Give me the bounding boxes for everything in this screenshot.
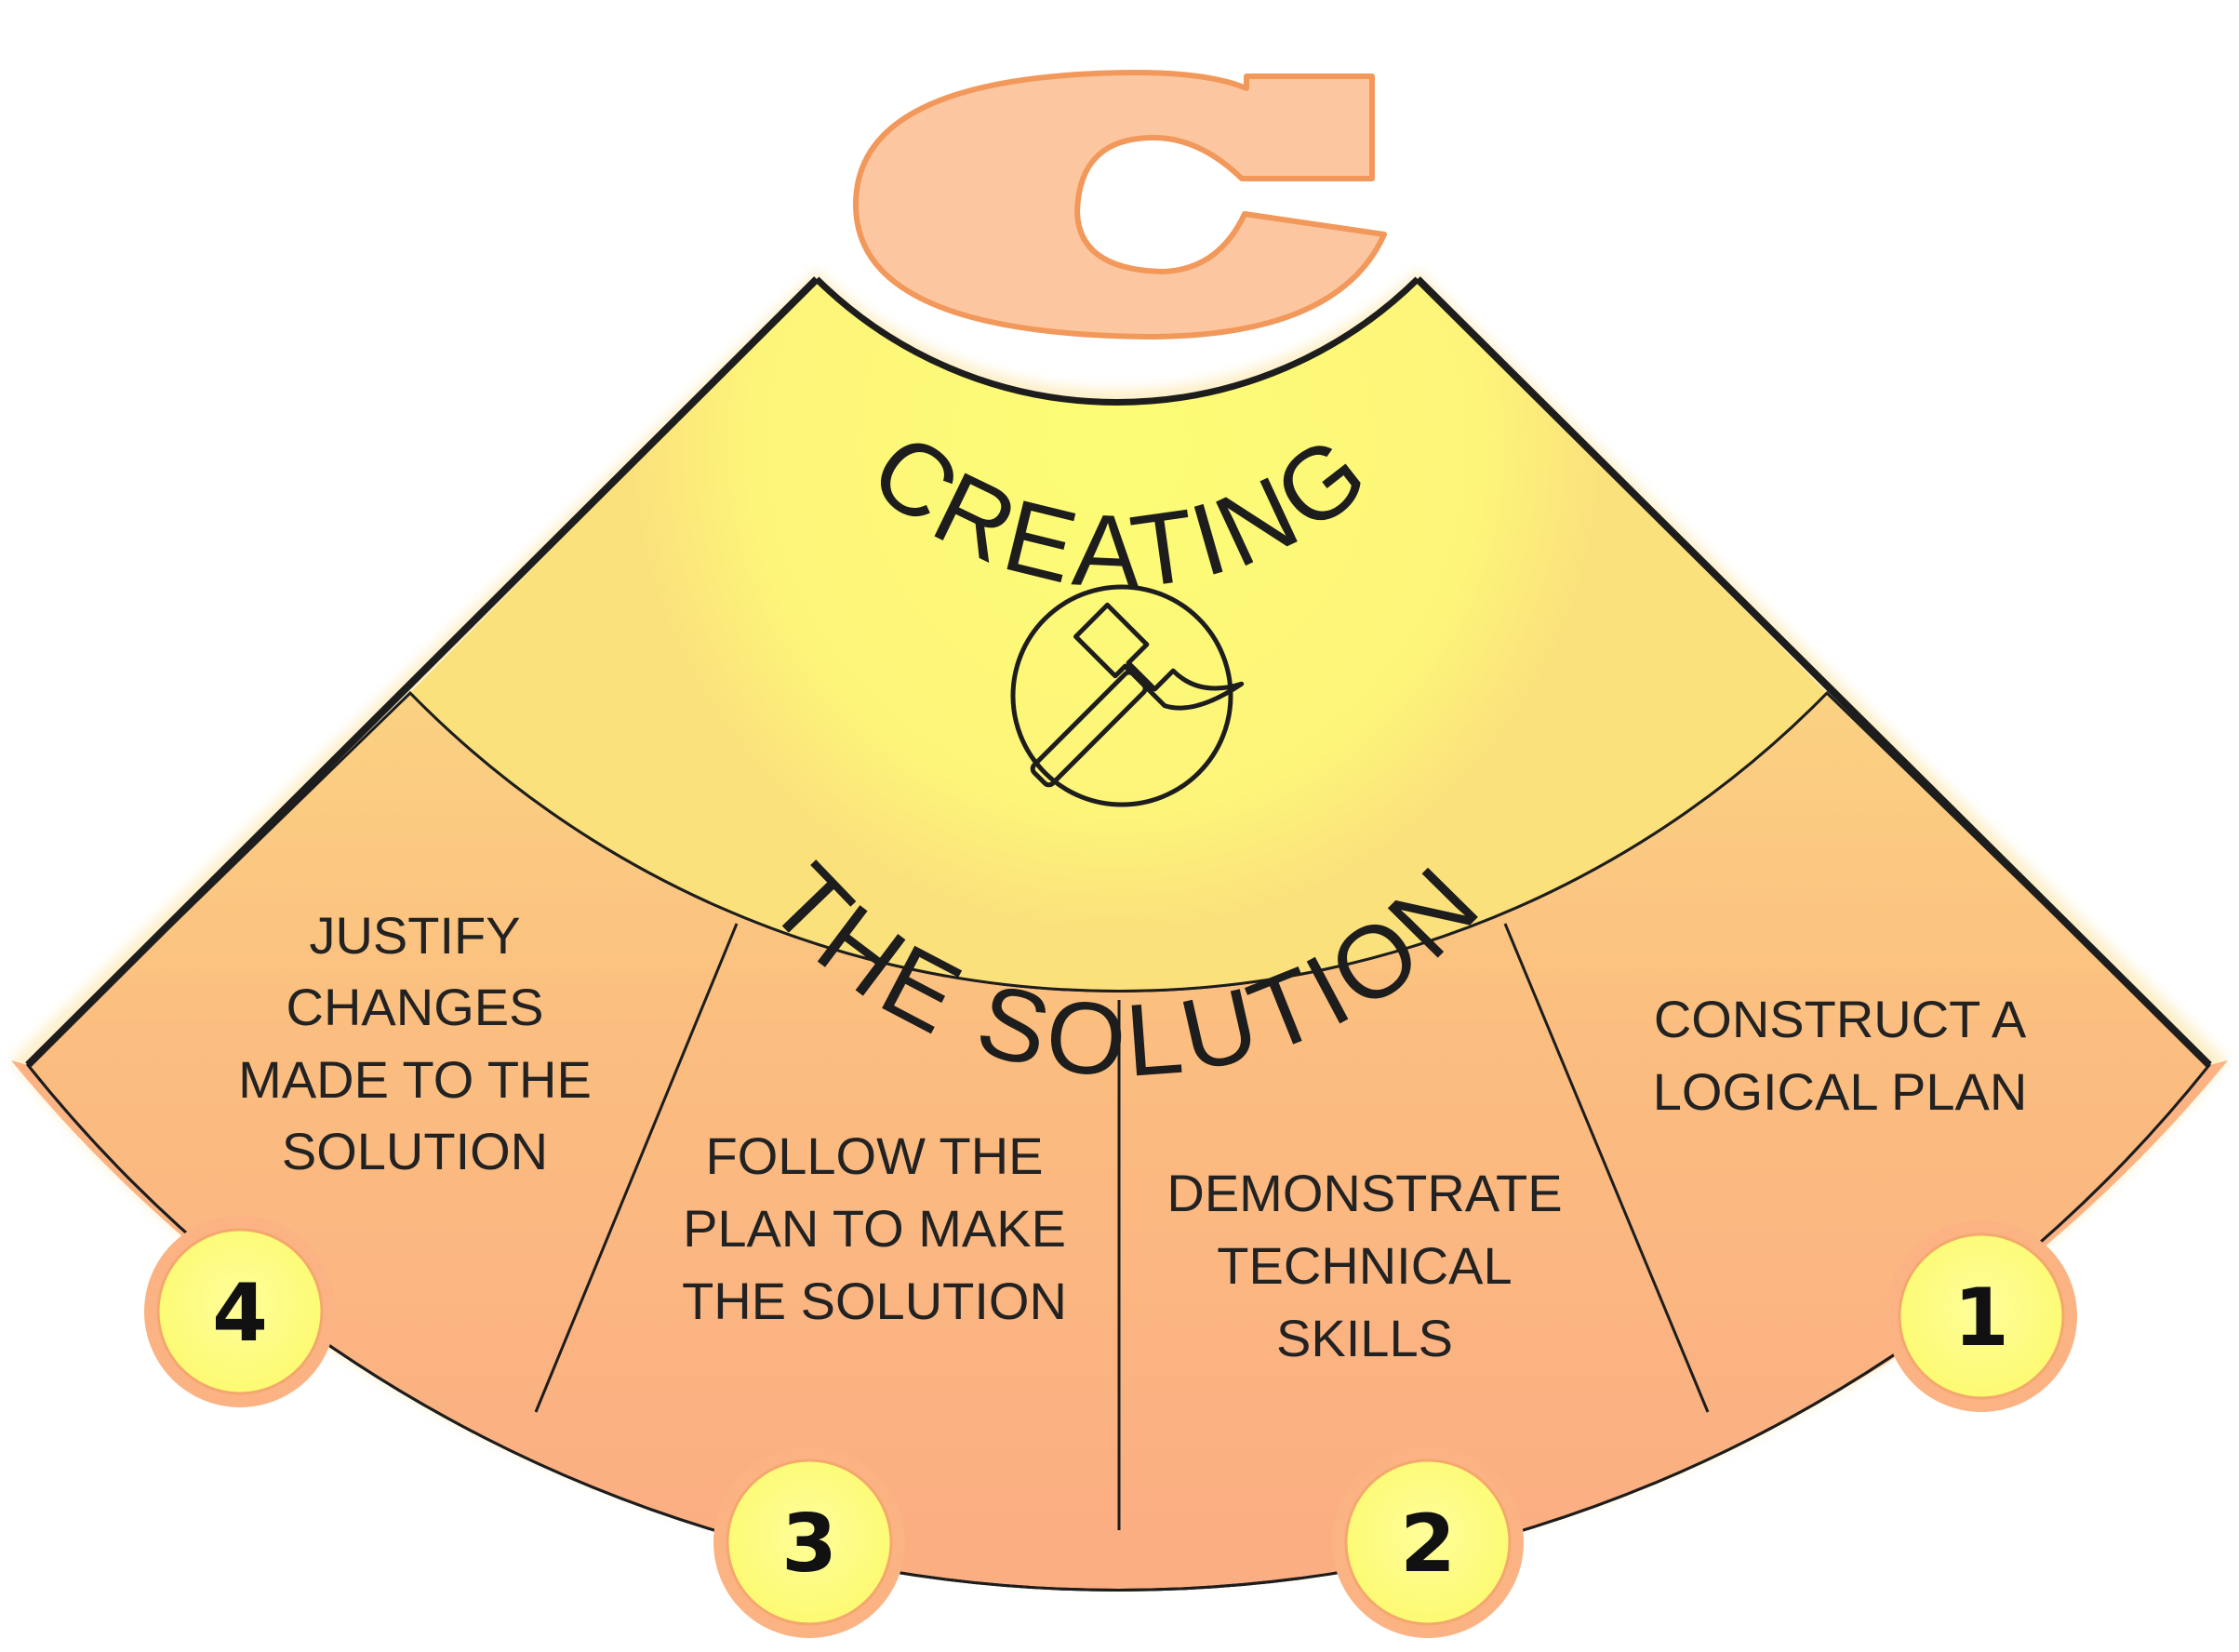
divider-3-4 xyxy=(534,923,739,1413)
svg-text:THE SOLUTION: THE SOLUTION xyxy=(682,1272,1067,1330)
step-4-label: JUSTIFY CHANGES MADE TO THE SOLUTION xyxy=(238,906,592,1180)
svg-text:FOLLOW THE: FOLLOW THE xyxy=(705,1126,1043,1185)
divider-1-2 xyxy=(1503,923,1710,1413)
svg-text:LOGICAL PLAN: LOGICAL PLAN xyxy=(1653,1062,2028,1121)
hammer-icon xyxy=(1010,584,1245,807)
svg-text:DEMONSTRATE: DEMONSTRATE xyxy=(1166,1164,1562,1222)
svg-text:1: 1 xyxy=(1953,1272,2009,1365)
svg-text:CHANGES: CHANGES xyxy=(287,978,544,1036)
title-sector xyxy=(410,279,1827,992)
svg-text:SKILLS: SKILLS xyxy=(1276,1309,1453,1367)
logo-c-icon xyxy=(853,70,1387,340)
step-1-badge: 1 xyxy=(1886,1220,2077,1412)
inner-arc xyxy=(814,276,1420,406)
left-side-border xyxy=(25,276,820,1068)
svg-text:2: 2 xyxy=(1400,1498,1456,1591)
svg-text:3: 3 xyxy=(781,1498,837,1591)
svg-text:SOLUTION: SOLUTION xyxy=(282,1122,548,1180)
step-3-badge: 3 xyxy=(713,1446,905,1638)
svg-text:JUSTIFY: JUSTIFY xyxy=(309,906,520,965)
svg-text:MADE TO THE: MADE TO THE xyxy=(238,1050,592,1109)
svg-text:4: 4 xyxy=(212,1267,268,1360)
step-3-label: FOLLOW THE PLAN TO MAKE THE SOLUTION xyxy=(682,1126,1067,1330)
svg-text:TECHNICAL: TECHNICAL xyxy=(1217,1236,1512,1295)
step-2-badge: 2 xyxy=(1332,1446,1524,1638)
step-2-label: DEMONSTRATE TECHNICAL SKILLS xyxy=(1166,1164,1562,1367)
svg-text:PLAN TO MAKE: PLAN TO MAKE xyxy=(683,1199,1066,1258)
step-4-badge: 4 xyxy=(144,1216,336,1407)
right-side-border xyxy=(1415,276,2212,1068)
svg-text:CONSTRUCT A: CONSTRUCT A xyxy=(1654,990,2027,1048)
step-1-label: CONSTRUCT A LOGICAL PLAN xyxy=(1653,990,2028,1121)
ring-boundary-arc xyxy=(408,691,1829,993)
